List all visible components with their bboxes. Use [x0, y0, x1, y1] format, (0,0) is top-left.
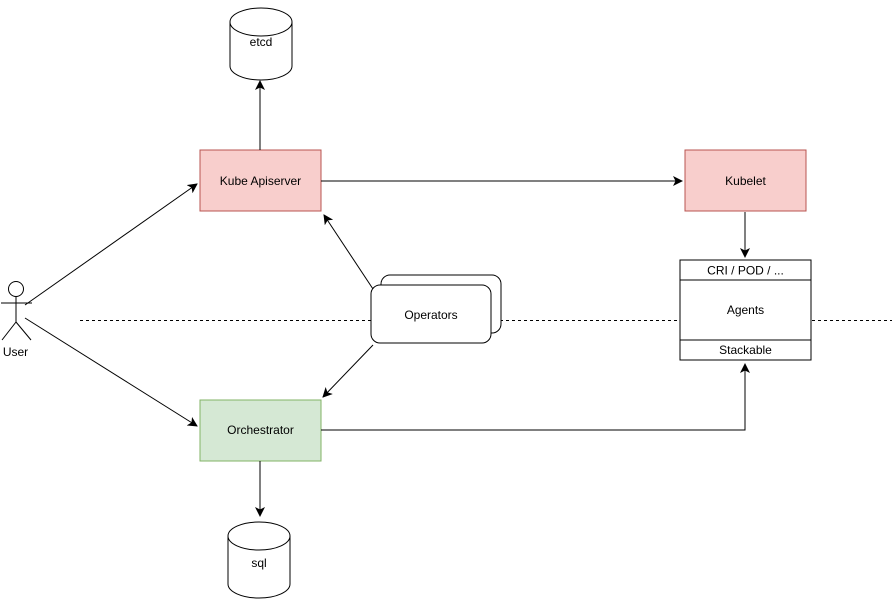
kube-apiserver-label: Kube Apiserver — [220, 174, 301, 188]
orchestrator-box — [199, 399, 322, 462]
node-sql: sql — [227, 521, 291, 599]
node-kube-apiserver: Kube Apiserver — [199, 149, 322, 212]
actor-right-leg — [15, 321, 32, 341]
kubelet-label: Kubelet — [725, 174, 766, 188]
node-operators: Operators — [370, 274, 502, 344]
database-cylinder-icon — [229, 7, 293, 81]
actor-head-icon — [8, 281, 24, 297]
runtime-stack-box — [679, 259, 812, 361]
node-orchestrator: Orchestrator — [199, 399, 322, 462]
node-kubelet: Kubelet — [684, 149, 807, 212]
orchestrator-label: Orchestrator — [227, 423, 294, 437]
edge-user-to-apiserver — [24, 183, 198, 306]
node-user: User — [1, 281, 32, 359]
database-cylinder-icon — [227, 521, 291, 599]
etcd-label: etcd — [250, 35, 273, 49]
kubelet-box — [684, 149, 807, 212]
runtime-stack-body-label: Agents — [727, 303, 764, 317]
edge-orchestrator-to-stackable — [321, 363, 750, 431]
operators-label: Operators — [404, 308, 457, 322]
edge-user-to-orchestrator — [24, 317, 198, 427]
user-label: User — [3, 345, 28, 359]
node-runtime-stack: CRI / POD / ... Agents Stackable — [679, 259, 812, 361]
edge-operators-to-apiserver — [323, 214, 374, 290]
edge-operators-to-orchestrator — [322, 344, 374, 398]
node-etcd: etcd — [229, 7, 293, 81]
actor-left-leg — [1, 321, 17, 341]
cylinder-rim — [227, 535, 291, 551]
runtime-stack-footer-label: Stackable — [719, 343, 772, 357]
sql-label: sql — [251, 556, 266, 570]
runtime-stack-header-label: CRI / POD / ... — [707, 264, 784, 278]
cylinder-rim — [229, 21, 293, 37]
operators-front-box — [370, 284, 492, 344]
